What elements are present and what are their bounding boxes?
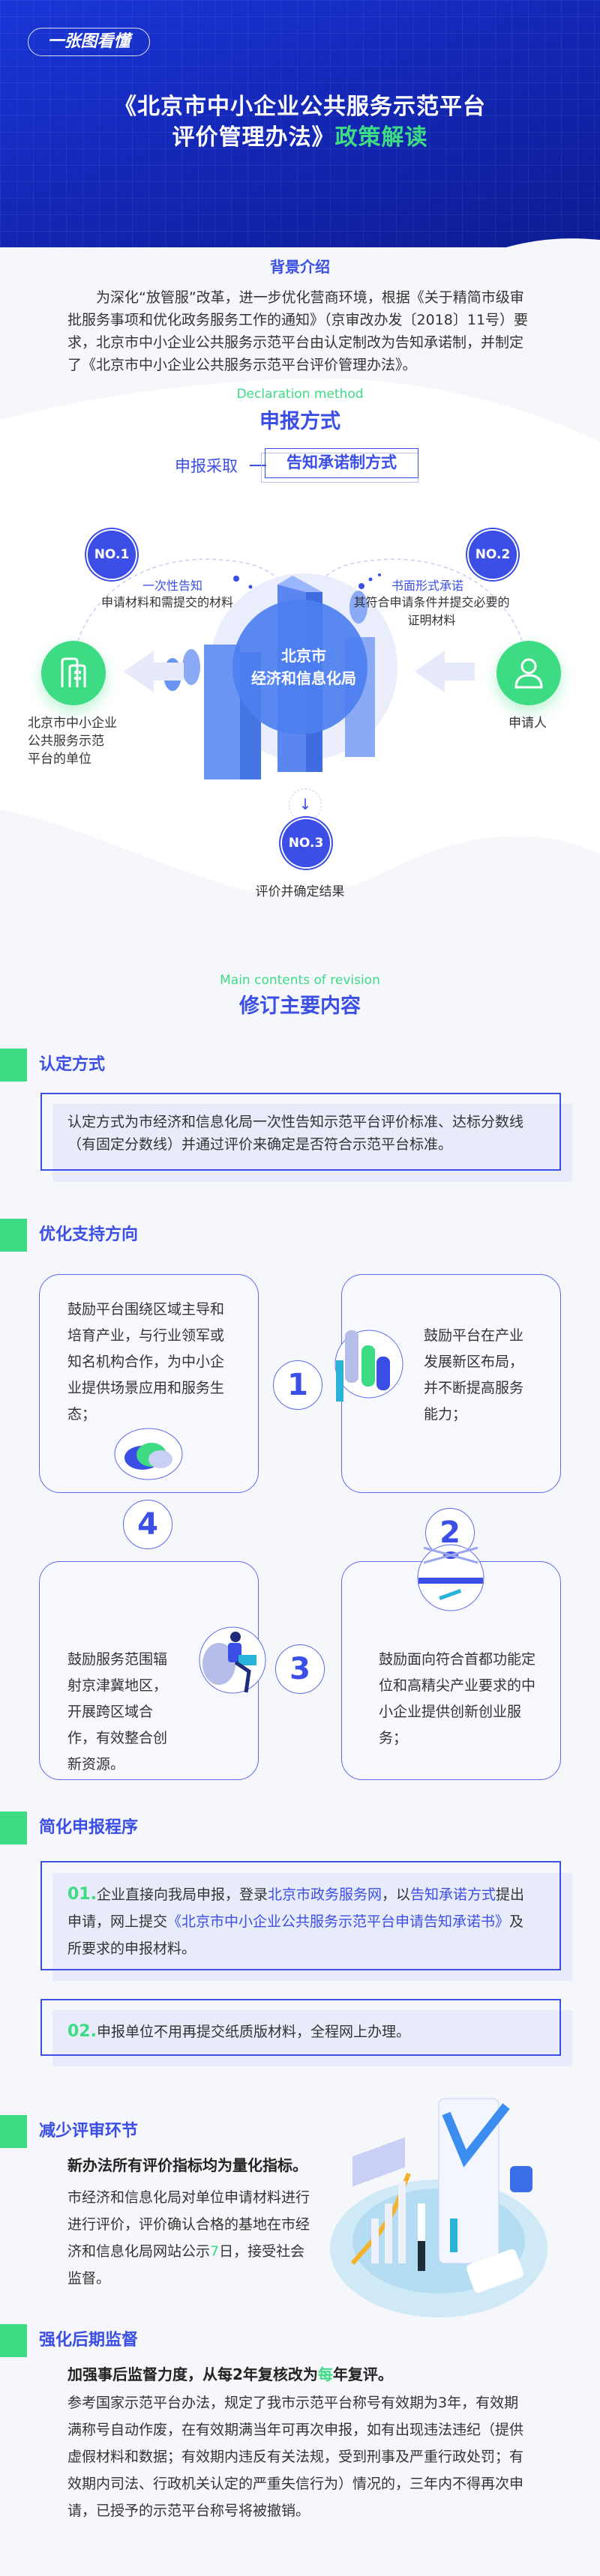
section-marker [0, 1219, 27, 1252]
support-number-3: 3 [275, 1644, 325, 1694]
unit-label-line3: 平台的单位 [28, 752, 92, 767]
background-text: 为深化“放管服”改革，进一步优化营商环境，根据《关于精简市级审批服务事项和优化政… [68, 289, 529, 373]
unit-label-line2: 公共服务示范 [28, 734, 104, 749]
section-marker [0, 1049, 27, 1082]
hero-wave [0, 238, 600, 360]
recognition-title: 认定方式 [39, 1055, 106, 1074]
chart-bars-illustration [334, 1330, 404, 1402]
no1-desc: 申请材料和需提交的材料 [101, 595, 234, 609]
cloud-illustration [114, 1428, 183, 1480]
review-text-2: 日，接受社会监督。 [68, 2243, 305, 2287]
support-card-1-text: 鼓励平台围绕区域主导和培育产业，与行业领军或知名机构合作，为中小企业提供场景应用… [68, 1301, 225, 1423]
step-no2-badge: NO.2 [469, 531, 517, 579]
step-no3-badge: NO.3 [282, 819, 330, 867]
review-bold-statement: 新办法所有评价指标均为量化指标。 [68, 2156, 308, 2174]
person-icon [514, 658, 543, 689]
simplify-title: 简化申报程序 [39, 1818, 139, 1837]
section-marker [0, 2115, 27, 2148]
item-number: 01. [68, 1885, 97, 1904]
support-card-4-text: 鼓励服务范围辐射京津冀地区，开展跨区域合作，有效整合创新资源。 [68, 1651, 168, 1773]
commitment-method-highlight: 告知承诺方式 [410, 1886, 496, 1903]
item-number: 02. [68, 2022, 97, 2041]
simplify-item-2: 02.申报单位不用再提交纸质版材料，全程网上办理。 [68, 2018, 532, 2045]
support-number-1: 1 [273, 1360, 322, 1410]
laptop-person-illustration [199, 1626, 266, 1694]
gov-service-link[interactable]: 北京市政务服务网 [268, 1886, 382, 1903]
center-line1: 北京市 [281, 647, 326, 665]
applicant-label: 申请人 [508, 716, 547, 731]
section-marker [0, 2324, 27, 2357]
section-marker [0, 1812, 27, 1844]
simplify-box1-frame [40, 1861, 561, 1970]
no2-desc: 其符合申请条件并提交必要的 证明材料 [344, 594, 520, 630]
arrow-left-icon [124, 651, 184, 693]
simplify-box2-fill [52, 2010, 572, 2066]
revision-heading: 修订主要内容 [239, 995, 361, 1018]
title-main: 评价管理办法》 [172, 124, 335, 151]
supervision-text: 参考国家示范平台办法，规定了我市示范平台称号有效期为3年，有效期满称号自动作废，… [68, 2395, 524, 2519]
supervision-bold-2: 年复评。 [332, 2365, 393, 2383]
hero-badge: 一张图看懂 [28, 28, 150, 56]
recognition-text: 认定方式为市经济和信息化局一次性告知示范平台评价标准、达标分数线（有固定分数线）… [68, 1114, 524, 1153]
support-number-4: 4 [123, 1500, 172, 1549]
center-bureau-label: 北京市 经济和信息化局 [232, 645, 375, 690]
simplify-box2-frame [40, 1999, 561, 2056]
review-text-1: 市经济和信息化局对单位申请材料进行进行评价，评价确认合格的基地在市经济和信息化局… [68, 2189, 310, 2260]
item1-text-4: 及所要求的申报材料。 [68, 1913, 524, 1957]
commitment-letter-link[interactable]: 《北京市中小企业公共服务示范平台申请告知承诺书》 [167, 1913, 510, 1930]
no2-desc-line2: 证明材料 [407, 613, 456, 627]
item1-text-2: ，以 [382, 1886, 411, 1903]
building-icon [61, 657, 86, 687]
drone-illustration [417, 1544, 484, 1611]
adopt-value: 告知承诺制方式 [265, 448, 418, 478]
title-accent: 政策解读 [334, 124, 428, 151]
supervision-bold-1: 加强事后监督力度，从每2年复核改为 [68, 2365, 318, 2383]
declaration-heading: 申报方式 [260, 410, 340, 433]
step-no1-badge: NO.1 [88, 531, 136, 579]
center-line2: 经济和信息化局 [251, 669, 356, 687]
recognition-box-frame [40, 1093, 561, 1171]
support-card-2-text: 鼓励平台在产业发展新区布局，并不断提高服务能力； [424, 1327, 524, 1423]
support-title: 优化支持方向 [39, 1225, 139, 1244]
simplify-item-1: 01.企业直接向我局申报，登录北京市政务服务网，以告知承诺方式提出申请，网上提交… [68, 1881, 532, 1962]
arrow-down-icon: ↓ [289, 788, 322, 821]
unit-node [41, 641, 106, 705]
unit-label-line1: 北京市中小企业 [28, 716, 117, 731]
review-title: 减少评审环节 [39, 2122, 139, 2141]
applicant-node [496, 641, 561, 705]
review-days-highlight: 7 [210, 2243, 220, 2260]
supervision-bold-statement: 加强事后监督力度，从每2年复核改为每年复评。 [68, 2362, 393, 2384]
adopt-label: 申报采取 [175, 457, 238, 475]
hero-grid-pattern [0, 0, 600, 247]
recognition-box-fill [52, 1104, 572, 1182]
connector-line [250, 465, 266, 466]
arrow-left-icon-2 [415, 651, 475, 693]
simplify-box1-fill [52, 1873, 572, 1981]
revision-en-heading: Main contents of revision [220, 973, 380, 988]
unit-label: 北京市中小企业 公共服务示范 平台的单位 [28, 714, 117, 768]
no2-desc-line1: 其符合申请条件并提交必要的 [353, 595, 510, 609]
no3-desc: 评价并确定结果 [255, 884, 345, 899]
review-illustration [330, 2098, 548, 2317]
item1-text-3: 提出申请，网上提交 [68, 1886, 525, 1930]
page-title-line2: 评价管理办法》政策解读 [0, 118, 600, 151]
support-card-3-text: 鼓励面向符合首都功能定位和高精尖产业要求的中小企业提供创新创业服务； [379, 1651, 536, 1746]
supervision-title: 强化后期监督 [39, 2331, 139, 2350]
item2-text: 申报单位不用再提交纸质版材料，全程网上办理。 [96, 2024, 410, 2040]
no1-title: 一次性告知 [142, 579, 203, 593]
declaration-en-heading: Declaration method [236, 387, 364, 402]
supervision-bold-highlight: 每 [317, 2365, 333, 2383]
item1-text-1: 企业直接向我局申报，登录 [96, 1886, 268, 1903]
review-text: 市经济和信息化局对单位申请材料进行进行评价，评价确认合格的基地在市经济和信息化局… [68, 2184, 319, 2292]
page-title-line1: 《北京市中小企业公共服务示范平台 [114, 94, 486, 120]
hero-banner [0, 0, 600, 247]
background-heading: 背景介绍 [270, 258, 330, 276]
no2-title: 书面形式承诺 [392, 579, 464, 593]
